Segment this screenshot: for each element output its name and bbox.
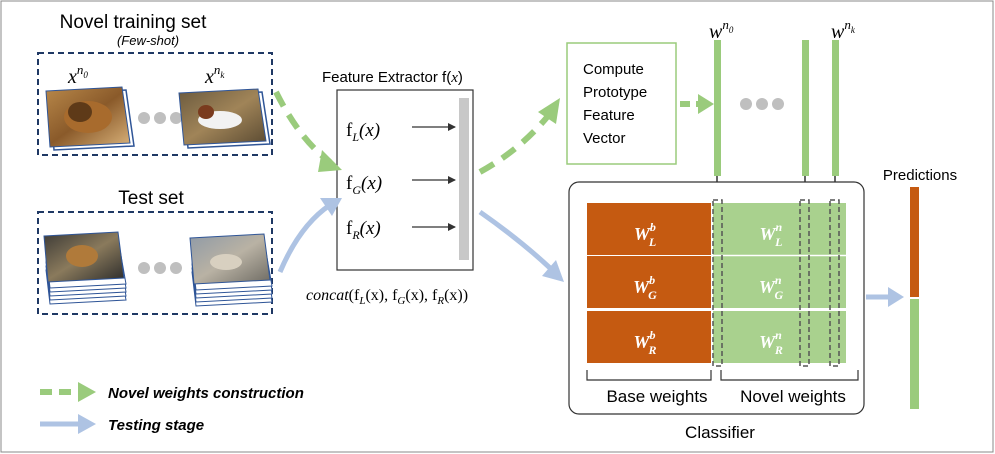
inserted-vector-outline [712,199,723,367]
weight-vector-first [714,40,721,176]
inserted-vector-outline [829,199,840,367]
weight-vector-middle [802,40,809,176]
classifier-to-predictions-arrowhead [888,287,904,307]
test-to-extractor-arrowhead [320,198,342,216]
extractor-to-classifier-arrowhead [542,260,564,282]
sample-label-first: xn0 [67,62,88,88]
prototype-line-2: Prototype [583,84,647,101]
feature-fr-label: fR(x) [346,218,381,242]
dog-image [178,88,271,149]
concat-formula: concat(fL(x), fG(x), fR(x)) [306,287,468,307]
feature-concat-bar [459,98,469,260]
ellipsis-dot [170,112,182,124]
ellipsis-dot [756,98,768,110]
test-set-box [37,211,273,315]
ellipsis-dot [170,262,182,274]
extractor-to-prototype-arrowhead [538,98,560,124]
ellipsis-dot [138,262,150,274]
ellipsis-dot [154,262,166,274]
base-weight-g [587,256,711,308]
base-weights-label: Base weights [606,387,707,406]
legend-green-arrowhead [78,382,96,402]
predictions-novel-bar [910,299,919,409]
ellipsis-dot [772,98,784,110]
ellipsis-dot [154,112,166,124]
novel-set-box [37,52,273,156]
novel-set-title: Novel training set [60,12,208,33]
prototype-line-4: Vector [583,130,626,147]
novel-set-subtitle: (Few-shot) [117,33,179,48]
test-set-title: Test set [118,188,184,209]
feature-fg-label: fG(x) [346,173,382,197]
legend-testing: Testing stage [108,417,204,434]
legend-blue-arrowhead [78,414,96,434]
sample-label-last: xnk [204,62,225,88]
predictions-base-bar [910,187,919,297]
extractor-to-prototype-arrow [478,114,551,175]
extractor-title: Feature Extractor f(x) [322,69,463,86]
novel-weights-bracket [720,370,859,381]
lion-image [45,86,135,151]
novel-to-extractor-arrowhead [318,150,342,172]
prototype-line-3: Feature [583,107,635,124]
ellipsis-dot [740,98,752,110]
ellipsis-dot [138,112,150,124]
prototype-box [566,42,677,165]
novel-weight-g [713,256,846,308]
feature-fl-label: fL(x) [346,120,380,144]
legend-novel-construction: Novel weights construction [108,385,304,402]
weight-vector-last [832,40,839,176]
weight-vector-last-label: wnk [831,17,856,43]
weight-vector-first-label: wn0 [709,17,734,43]
base-weight-l [587,203,711,255]
classifier-title: Classifier [685,423,755,442]
extractor-to-classifier-arrow [478,209,552,270]
test-image-stack-first [43,231,127,305]
test-to-extractor-arrow [277,202,332,273]
prototype-line-1: Compute [583,61,644,78]
inserted-vector-outline [799,199,810,367]
novel-weight-r [713,311,846,363]
base-weight-r [587,311,711,363]
test-image-stack-last [189,233,273,307]
predictions-title: Predictions [883,167,957,184]
novel-weights-label: Novel weights [740,387,846,406]
base-weights-bracket [586,370,712,381]
prototype-to-vectors-arrowhead [698,94,714,114]
novel-weight-l [713,203,846,255]
